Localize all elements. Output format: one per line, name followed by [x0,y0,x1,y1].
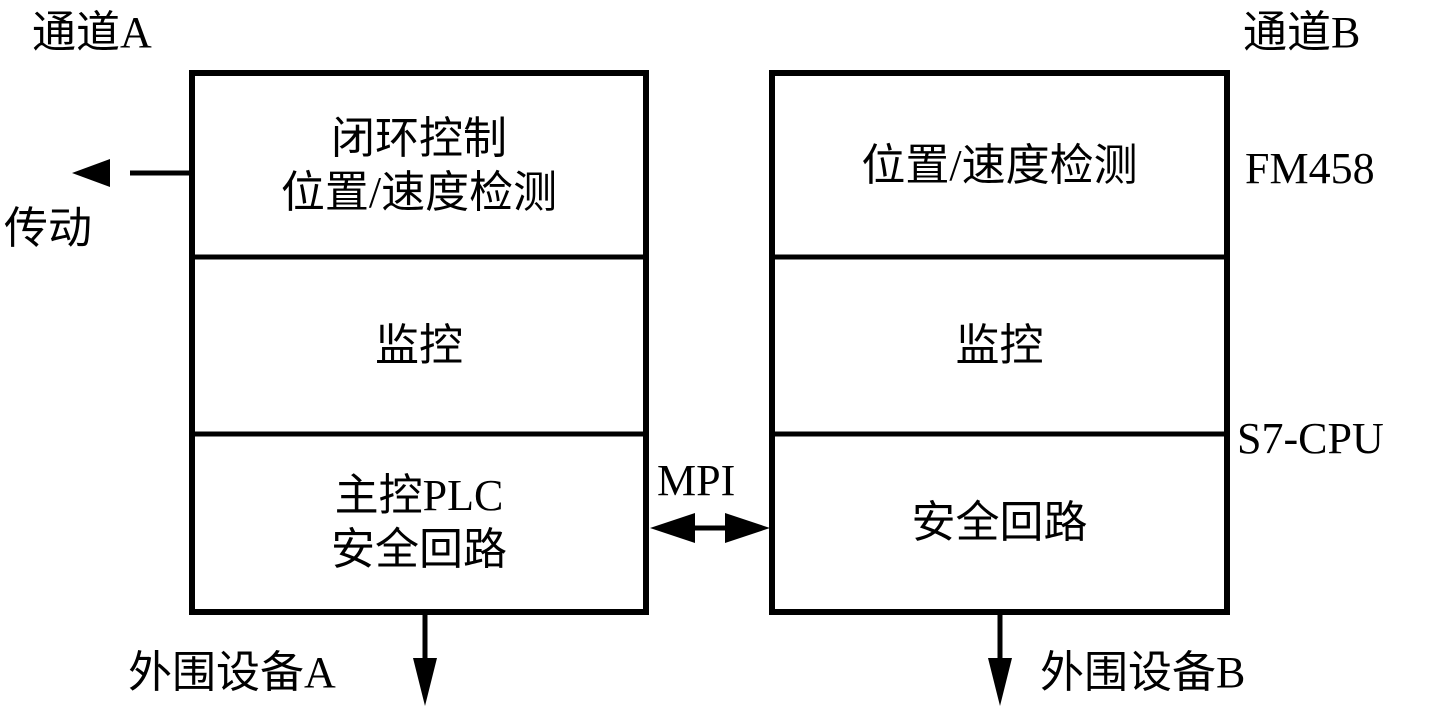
peripheral-b-label: 外围设备B [1040,648,1246,697]
block-line: 闭环控制 [330,113,507,163]
fm458-label: FM458 [1245,144,1375,193]
mpi-label: MPI [657,456,736,505]
channel-b-monitor-block: 监控 [775,259,1224,432]
channel-b-detection-block: 位置/速度检测 [775,76,1224,255]
drive-arrow [72,159,192,187]
output-arrow-b [988,612,1012,706]
block-line: 主控PLC [334,470,504,520]
block-line: 监控 [375,320,463,370]
channel-a-box [189,70,649,615]
drive-label: 传动 [4,204,92,253]
channel-a-closed-loop-block: 闭环控制 位置/速度检测 [195,76,643,255]
block-line: 位置/速度检测 [280,167,558,217]
block-line: 安全回路 [331,524,507,574]
s7-cpu-label: S7-CPU [1237,414,1384,463]
channel-a-title: 通道A [32,8,152,57]
channel-b-title: 通道B [1243,8,1361,57]
channel-a-plc-block: 主控PLC 安全回路 [195,436,643,609]
channel-a-monitor-block: 监控 [195,259,643,432]
output-arrow-a [413,612,437,706]
block-line: 安全回路 [911,497,1088,547]
block-line: 位置/速度检测 [861,140,1138,190]
peripheral-a-label: 外围设备A [128,648,336,697]
channel-b-safety-block: 安全回路 [775,436,1224,609]
mpi-arrow [650,513,770,543]
block-line: 监控 [955,320,1044,370]
